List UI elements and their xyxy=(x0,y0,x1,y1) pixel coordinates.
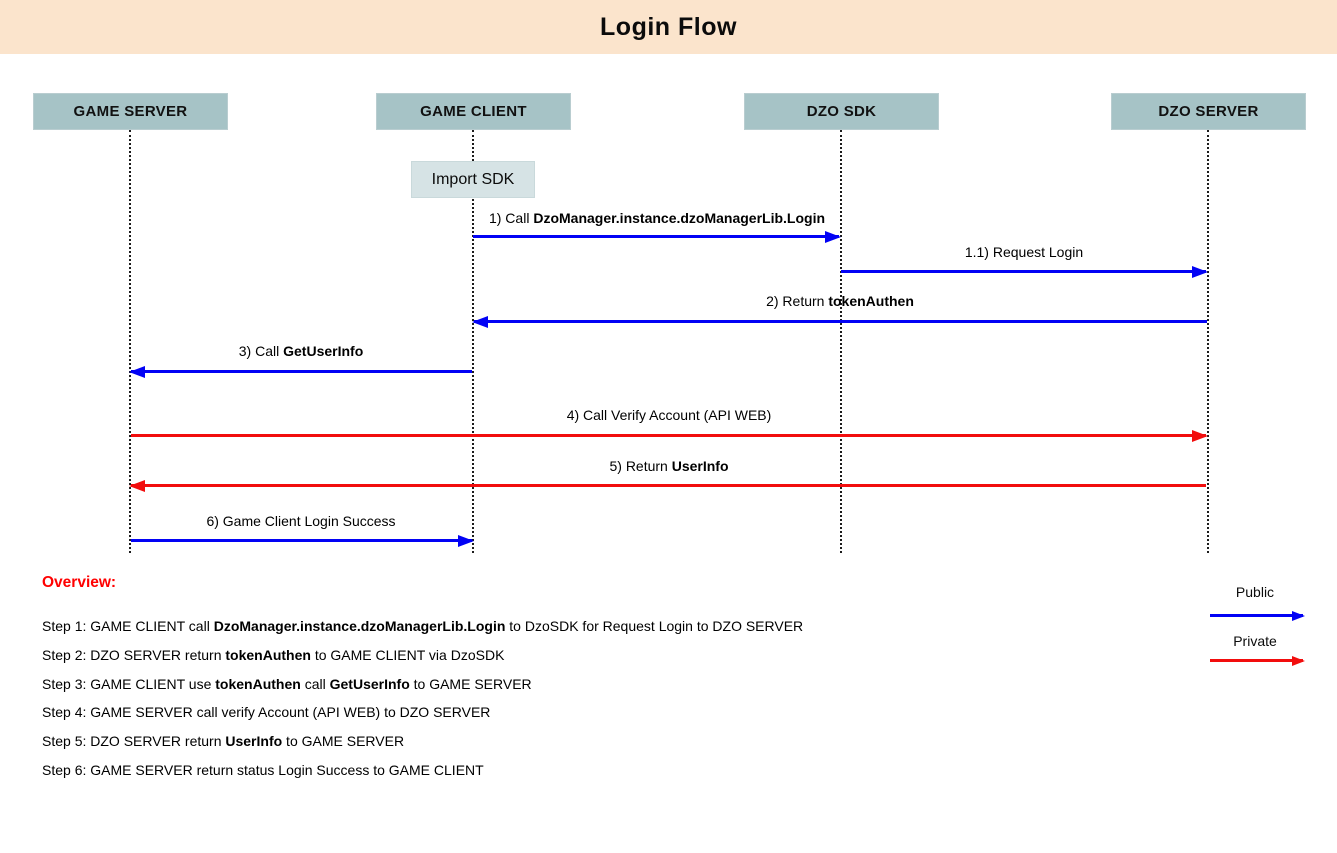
overview-step-1: Step 1: GAME CLIENT call DzoManager.inst… xyxy=(42,618,804,634)
overview-step-3: Step 3: GAME CLIENT use tokenAuthen call… xyxy=(42,676,532,692)
note-import-sdk: Import SDK xyxy=(411,161,535,198)
actor-game-server: GAME SERVER xyxy=(33,93,228,130)
message-3-arrow xyxy=(131,370,472,373)
legend-public-arrow xyxy=(1210,614,1303,617)
message-2-arrow xyxy=(474,320,1207,323)
message-5-arrow xyxy=(131,484,1206,487)
title-bar: Login Flow xyxy=(0,0,1337,54)
overview-step-5: Step 5: DZO SERVER return UserInfo to GA… xyxy=(42,733,405,749)
message-2-label: 2) Return tokenAuthen xyxy=(766,293,914,309)
overview-heading: Overview: xyxy=(42,574,117,591)
legend-private-label: Private xyxy=(1233,633,1277,649)
message-1-label: 1) Call DzoManager.instance.dzoManagerLi… xyxy=(488,210,826,226)
actor-dzo-sdk-label: DZO SDK xyxy=(806,103,877,120)
actor-dzo-server-label: DZO SERVER xyxy=(1158,103,1259,120)
legend-private-arrow xyxy=(1210,659,1303,662)
lifeline-game-server xyxy=(129,130,131,553)
lifeline-dzo-server xyxy=(1207,130,1209,553)
message-1-1-label: 1.1) Request Login xyxy=(964,244,1084,260)
actor-dzo-sdk: DZO SDK xyxy=(744,93,939,130)
overview-step-2: Step 2: DZO SERVER return tokenAuthen to… xyxy=(42,647,505,663)
page-title: Login Flow xyxy=(600,12,737,41)
lifeline-dzo-sdk xyxy=(840,130,842,553)
message-6-arrow xyxy=(131,539,472,542)
actor-game-server-label: GAME SERVER xyxy=(73,103,188,120)
actor-game-client: GAME CLIENT xyxy=(376,93,571,130)
actor-game-client-label: GAME CLIENT xyxy=(420,103,527,120)
overview-step-4: Step 4: GAME SERVER call verify Account … xyxy=(42,704,491,720)
actor-dzo-server: DZO SERVER xyxy=(1111,93,1306,130)
message-1-arrow xyxy=(473,235,839,238)
message-6-label: 6) Game Client Login Success xyxy=(206,513,396,529)
message-5-label: 5) Return UserInfo xyxy=(609,458,729,474)
overview-step-6: Step 6: GAME SERVER return status Login … xyxy=(42,762,484,778)
lifeline-game-client xyxy=(472,130,474,553)
message-3-label: 3) Call GetUserInfo xyxy=(238,343,364,359)
message-1-1-arrow xyxy=(841,270,1206,273)
message-4-arrow xyxy=(131,434,1206,437)
message-4-label: 4) Call Verify Account (API WEB) xyxy=(566,407,772,423)
legend-public-label: Public xyxy=(1235,584,1275,600)
